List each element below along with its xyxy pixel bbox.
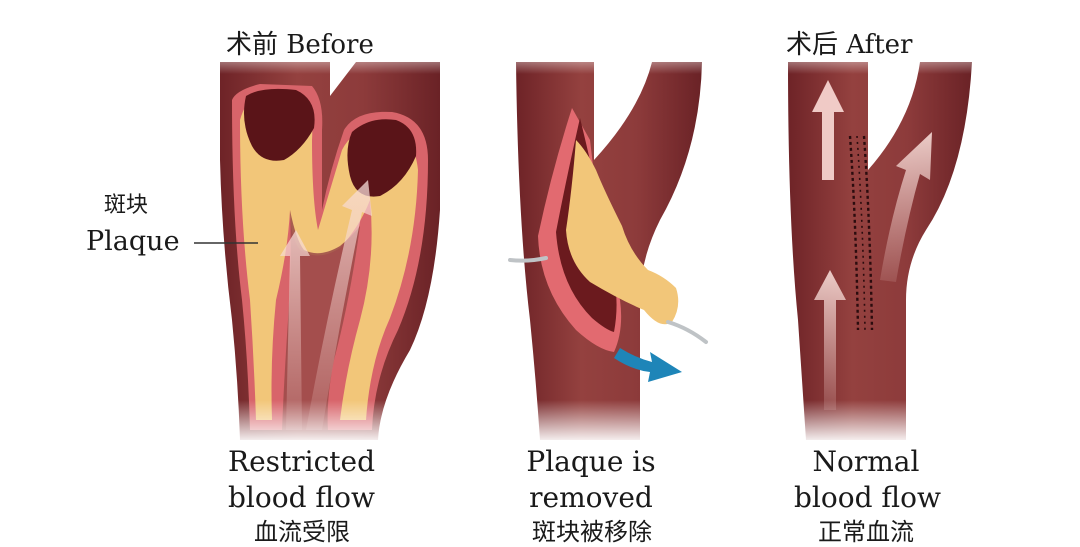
procedure-wire-left [508,256,548,263]
before-caption-line2: blood flow [228,481,375,514]
procedure-removal-arrow [614,348,682,382]
after-flow-arrow-right [880,132,932,282]
before-caption-zh: 血流受限 [254,518,350,546]
after-stent-icon [848,135,874,331]
procedure-caption-zh: 斑块被移除 [532,518,652,546]
plaque-label-en: Plaque [86,226,180,257]
after-artery [782,40,978,444]
procedure-artery [508,40,710,444]
before-flow-arrow-right [306,180,372,430]
before-lumen-right [347,119,417,197]
procedure-caption-line2: removed [529,481,653,514]
after-flow-arrow-left [812,80,844,180]
before-lumen-left [244,88,315,161]
after-caption-line1: Normal [812,445,920,478]
procedure-extracted-plaque [566,140,679,325]
before-artery [214,40,446,444]
after-heading: 术后 After [786,30,913,60]
procedure-wire-right [666,320,708,344]
after-flow-arrow-bottom [814,270,846,410]
after-vessel-wall [788,62,972,440]
procedure-caption-line1: Plaque is [526,445,656,478]
before-caption-line1: Restricted [228,445,376,478]
after-caption-line2: blood flow [794,481,941,514]
plaque-label-zh: 斑块 [104,193,149,218]
before-heading: 术前 Before [226,30,374,60]
after-caption-zh: 正常血流 [818,518,914,546]
before-flow-arrow-left [280,230,310,430]
